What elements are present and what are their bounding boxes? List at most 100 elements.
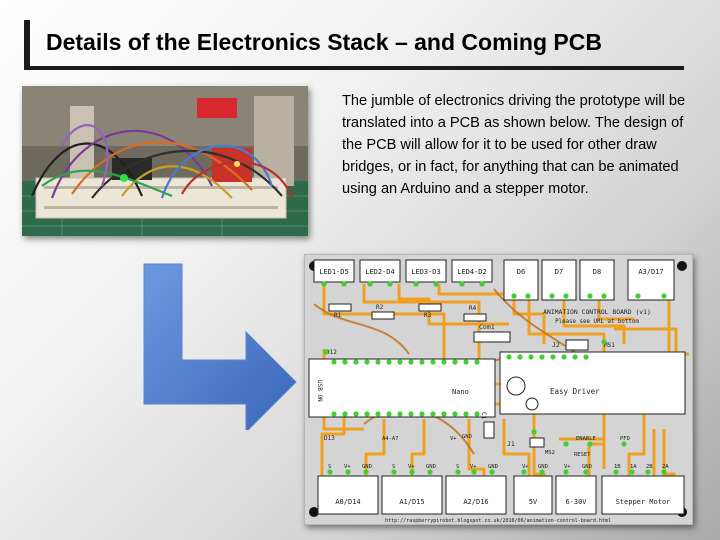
solder-pad: [345, 469, 351, 475]
solder-pad: [521, 469, 527, 475]
connector-label-d6: D6: [517, 268, 525, 276]
resistor-label-r4: R4: [469, 305, 477, 312]
solder-pad: [419, 411, 425, 417]
motor-pin-1a: 1A: [630, 464, 637, 470]
slide-body-text: The jumble of electronics driving the pr…: [342, 93, 686, 197]
solder-pad: [459, 281, 465, 287]
solder-pad: [375, 359, 381, 365]
solder-pad: [364, 359, 370, 365]
solder-pad: [489, 469, 495, 475]
solder-pad: [572, 354, 578, 360]
solder-pad: [563, 469, 569, 475]
vplus-label-a: V+: [450, 436, 457, 442]
d13-label: D13: [324, 435, 335, 442]
solder-pad: [419, 359, 425, 365]
vplus-label-4: V+: [522, 464, 529, 470]
connector-label-a3: A3/D17: [638, 268, 663, 276]
resistor-label-r2: R2: [376, 304, 384, 311]
com-label: Com1: [479, 323, 495, 331]
title-bar: Details of the Electronics Stack – and C…: [24, 20, 684, 70]
solder-pad: [613, 469, 619, 475]
slide-title: Details of the Electronics Stack – and C…: [46, 29, 602, 55]
s-label-2: S: [392, 464, 395, 470]
solder-pad: [463, 411, 469, 417]
s-label-1: S: [328, 464, 331, 470]
ms2-label: MS2: [545, 450, 555, 456]
solder-pad: [645, 469, 651, 475]
j1-label: J1: [507, 440, 515, 448]
solder-pad: [441, 359, 447, 365]
solder-pad: [506, 354, 512, 360]
solder-pad: [413, 281, 419, 287]
connector-label-d7: D7: [555, 268, 563, 276]
solder-pad: [375, 411, 381, 417]
easy-driver-label: Easy Driver: [550, 387, 600, 396]
solder-pad: [474, 359, 480, 365]
solder-pad: [408, 411, 414, 417]
solder-pad: [342, 359, 348, 365]
connector-label-led2: LED2-D4: [365, 268, 395, 276]
solder-pad: [331, 411, 337, 417]
solder-pad: [629, 469, 635, 475]
breadboard-photo: [22, 86, 308, 236]
solder-pad: [550, 354, 556, 360]
solder-pad: [621, 441, 627, 447]
solder-pad: [452, 411, 458, 417]
solder-pad: [397, 359, 403, 365]
solder-pad: [433, 281, 439, 287]
solder-pad: [387, 281, 393, 287]
solder-pad: [409, 469, 415, 475]
resistors: [328, 303, 487, 322]
solder-pad: [353, 411, 359, 417]
solder-pad: [363, 469, 369, 475]
gnd-label-2: GND: [426, 464, 436, 470]
connector-label-led1: LED1-D5: [319, 268, 349, 276]
motor-pin-2b: 2B: [646, 464, 653, 470]
solder-pad: [327, 469, 333, 475]
board-subtitle: Please see URL at bottom: [555, 319, 639, 325]
s-label-3: S: [456, 464, 459, 470]
board-title: ANIMATION CONTROL BOARD (v1): [543, 308, 651, 316]
bottom-connector-5v: 5V: [529, 498, 538, 506]
solder-pad: [323, 349, 329, 355]
c1-label: C1: [480, 412, 487, 420]
gnd-label-4: GND: [538, 464, 548, 470]
solder-pad: [661, 293, 667, 299]
solder-pad: [561, 354, 567, 360]
solder-pad: [583, 354, 589, 360]
solder-pad: [563, 441, 569, 447]
a4a7-label: A4-A7: [382, 436, 399, 442]
solder-pad: [511, 293, 517, 299]
solder-pad: [525, 293, 531, 299]
solder-pad: [531, 429, 537, 435]
usb-label: USB ON: [316, 380, 323, 402]
solder-pad: [386, 411, 392, 417]
bottom-connector-a0: A0/D14: [335, 498, 360, 506]
solder-pad: [601, 339, 607, 345]
bottom-connector-a2: A2/D16: [463, 498, 488, 506]
solder-pad: [539, 469, 545, 475]
solder-pad: [408, 359, 414, 365]
gnd-label-5: GND: [582, 464, 592, 470]
solder-pad: [342, 411, 348, 417]
solder-pad: [661, 469, 667, 475]
bottom-connector-6-30v: 6-30V: [565, 498, 587, 506]
vplus-label-5: V+: [564, 464, 571, 470]
top-connectors: LED1-D5 LED2-D4 LED3-D3 LED4-D2 D6 D7 D8…: [313, 259, 675, 301]
solder-pad: [528, 354, 534, 360]
solder-pad: [452, 359, 458, 365]
nano-footprint: [308, 358, 496, 418]
resistor-label-r3: R3: [424, 312, 432, 319]
solder-pad: [549, 293, 555, 299]
solder-pad: [635, 293, 641, 299]
connector-label-led4: LED4-D2: [457, 268, 487, 276]
solder-pad: [341, 281, 347, 287]
solder-pad: [331, 359, 337, 365]
d12-label: D12: [326, 349, 337, 356]
solder-pad: [587, 293, 593, 299]
solder-pad: [455, 469, 461, 475]
bottom-connectors: A0/D14 A1/D15 A2/D16 5V 6-30V Stepper Mo…: [317, 475, 685, 515]
solder-pad: [539, 354, 545, 360]
solder-pad: [367, 281, 373, 287]
vplus-label-3: V+: [470, 464, 477, 470]
